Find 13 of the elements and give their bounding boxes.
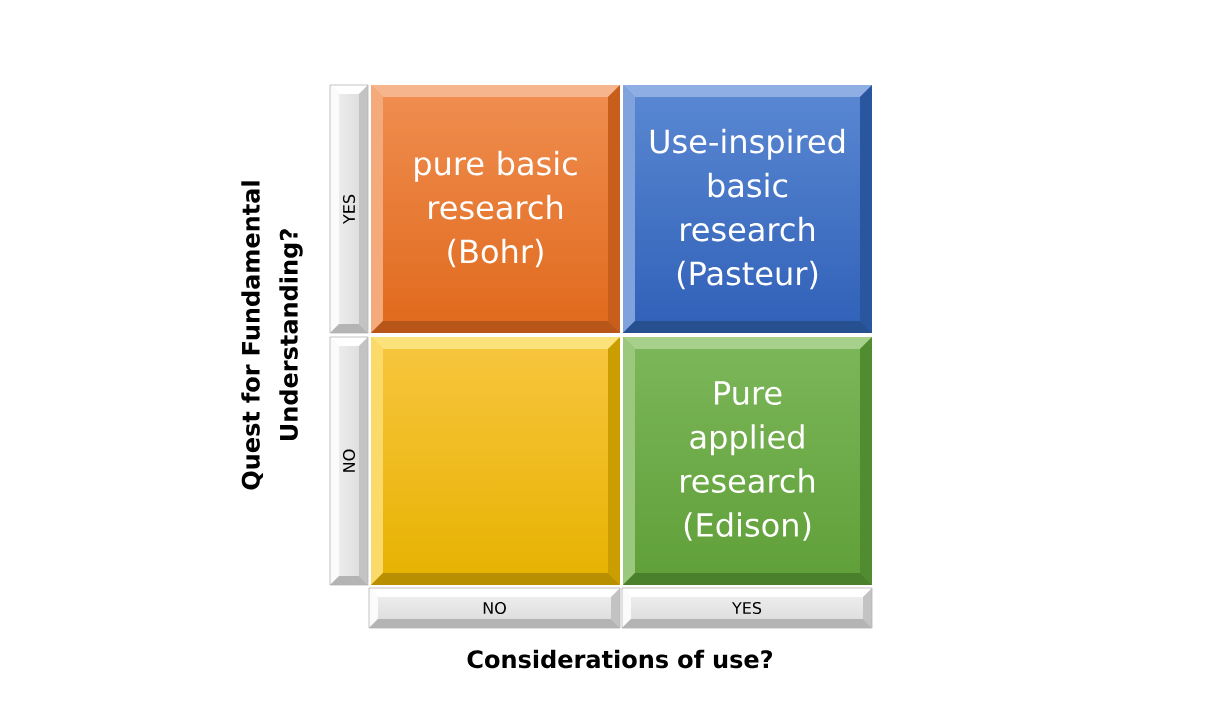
axis-title: Considerations of use?: [467, 649, 773, 669]
header-cell: YES: [621, 587, 873, 629]
quadrant-box: pure basic research (Bohr): [371, 85, 620, 333]
quadrant-box: Use-inspired basic research (Pasteur): [623, 85, 872, 333]
header-cell: NO: [329, 336, 369, 586]
quadrant-box: [371, 337, 620, 585]
quadrant-box: Pure applied research (Edison): [623, 337, 872, 585]
node-label: Use-inspired basic research (Pasteur): [650, 128, 845, 290]
node-label: Pure applied research (Edison): [681, 381, 815, 541]
node-label: pure basic research (Bohr): [415, 150, 577, 268]
header-cell: NO: [368, 587, 621, 629]
axis-title: Quest for Fundamental Understanding?: [241, 181, 303, 490]
header-cell: YES: [329, 84, 369, 334]
